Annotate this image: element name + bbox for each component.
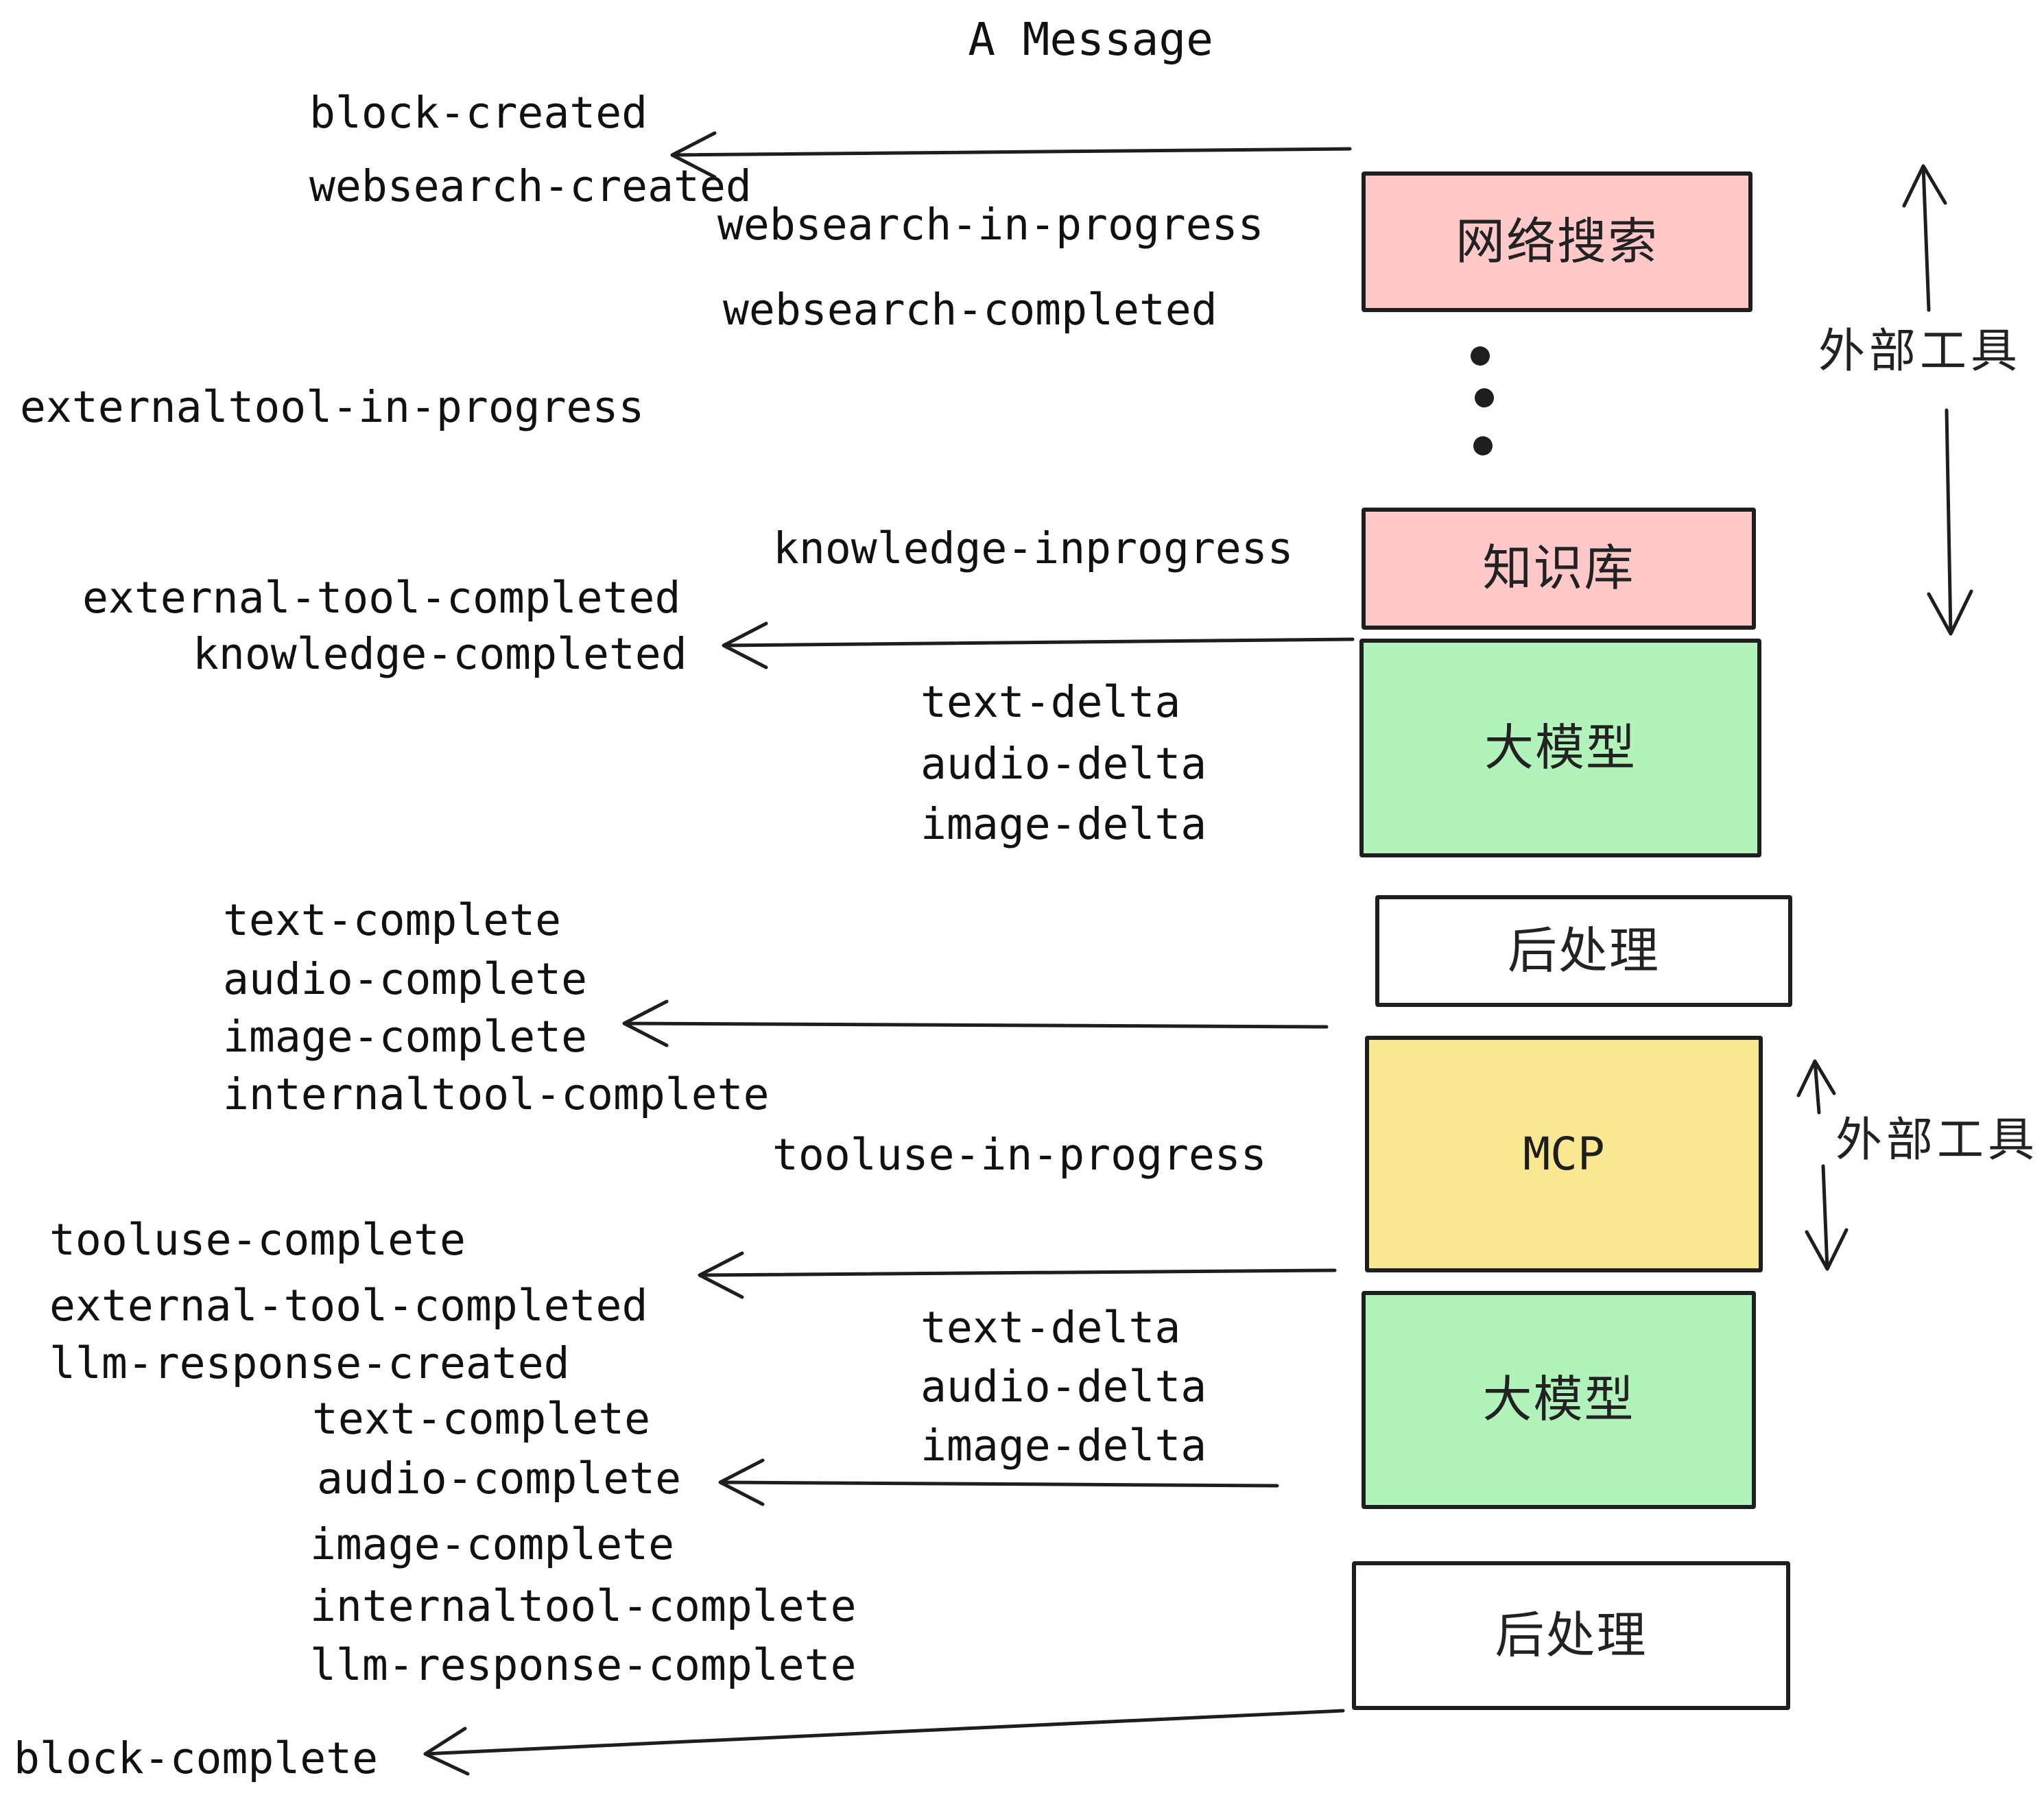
- event-llm-response-complete: llm-response-complete: [310, 1640, 857, 1690]
- event-knowledge-inprogress: knowledge-inprogress: [773, 523, 1294, 573]
- event-text-complete-2: text-complete: [312, 1394, 651, 1444]
- box-knowledge: 知识库: [1362, 508, 1756, 630]
- event-audio-complete-1: audio-complete: [223, 954, 588, 1004]
- event-audio-delta-2: audio-delta: [920, 1362, 1207, 1412]
- event-audio-delta-1: audio-delta: [920, 739, 1207, 789]
- event-websearch-completed: websearch-completed: [723, 285, 1217, 335]
- arrow-external-down-2: [1805, 1164, 1849, 1271]
- event-external-tool-completed-1: external-tool-completed: [82, 573, 681, 623]
- box-mcp: MCP: [1365, 1036, 1763, 1272]
- event-image-complete-1: image-complete: [223, 1012, 588, 1062]
- ellipsis-dot: [1475, 388, 1494, 407]
- box-knowledge-label: 知识库: [1482, 541, 1635, 596]
- box-websearch-label: 网络搜索: [1455, 214, 1659, 270]
- diagram-title: A Message: [968, 13, 1213, 66]
- box-llm-2: 大模型: [1362, 1291, 1756, 1509]
- event-tooluse-in-progress: tooluse-in-progress: [772, 1130, 1267, 1180]
- event-text-complete-1: text-complete: [223, 895, 562, 945]
- event-knowledge-completed: knowledge-completed: [193, 629, 687, 679]
- event-block-created: block-created: [309, 88, 648, 138]
- event-websearch-created: websearch-created: [309, 161, 752, 211]
- ellipsis-dot: [1473, 436, 1493, 455]
- arrow-external-up-1: [1902, 164, 1947, 312]
- event-websearch-in-progress: websearch-in-progress: [717, 200, 1264, 250]
- event-text-delta-1: text-delta: [920, 677, 1181, 727]
- box-postprocess-2: 后处理: [1352, 1561, 1790, 1710]
- box-llm-2-label: 大模型: [1482, 1373, 1635, 1427]
- arrow-block-complete: [423, 1709, 1345, 1776]
- event-image-delta-1: image-delta: [920, 799, 1207, 849]
- box-postprocess-1: 后处理: [1375, 895, 1792, 1007]
- event-llm-response-created: llm-response-created: [49, 1338, 570, 1388]
- box-llm-1: 大模型: [1359, 639, 1761, 857]
- event-image-delta-2: image-delta: [920, 1421, 1207, 1471]
- arrow-block-created: [670, 131, 1352, 179]
- event-audio-complete-2: audio-complete: [317, 1453, 682, 1504]
- box-postprocess-1-label: 后处理: [1507, 923, 1660, 979]
- event-tooluse-complete: tooluse-complete: [49, 1215, 466, 1265]
- arrow-image-complete: [622, 999, 1329, 1047]
- event-internaltool-complete-1: internaltool-complete: [223, 1069, 770, 1119]
- ellipsis-dot: [1471, 346, 1490, 366]
- arrow-tooluse-complete: [698, 1251, 1337, 1299]
- side-label-external-tools-1: 外部工具: [1818, 325, 2022, 377]
- event-text-delta-2: text-delta: [920, 1303, 1181, 1353]
- event-image-complete-2: image-complete: [310, 1519, 675, 1569]
- box-llm-1-label: 大模型: [1484, 720, 1637, 776]
- arrow-audio-complete: [718, 1458, 1279, 1506]
- event-block-complete: block-complete: [14, 1733, 379, 1783]
- box-postprocess-2-label: 后处理: [1495, 1608, 1648, 1663]
- arrow-knowledge-completed: [722, 621, 1355, 669]
- event-externaltool-in-progress: externaltool-in-progress: [20, 382, 645, 432]
- event-external-tool-completed-2: external-tool-completed: [49, 1281, 648, 1331]
- arrow-external-down-1: [1927, 408, 1973, 636]
- arrow-external-up-2: [1796, 1059, 1836, 1115]
- box-mcp-label: MCP: [1523, 1127, 1605, 1180]
- event-internaltool-complete-2: internaltool-complete: [310, 1581, 857, 1631]
- box-websearch: 网络搜索: [1362, 171, 1752, 312]
- side-label-external-tools-2: 外部工具: [1835, 1114, 2039, 1166]
